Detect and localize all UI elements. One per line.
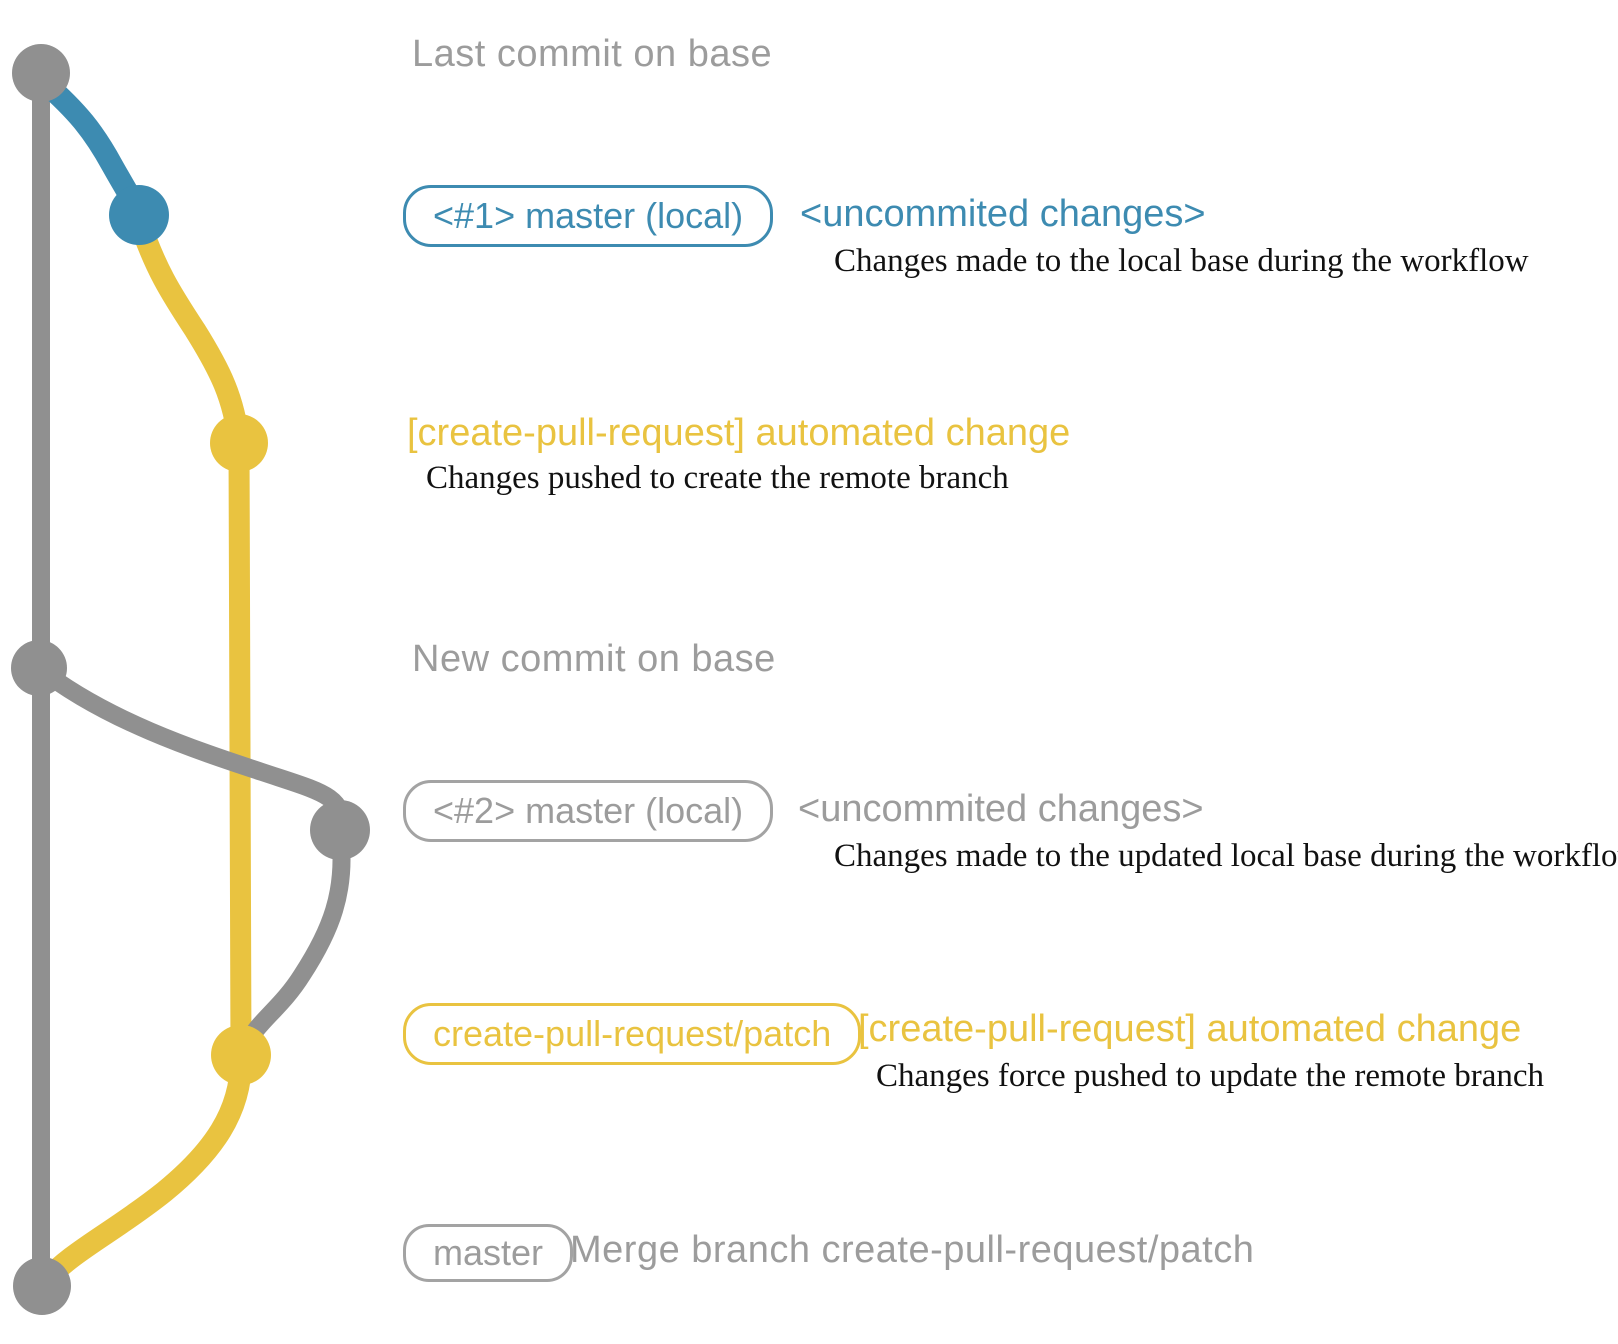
commit-node-uncommitted-2 (310, 800, 370, 860)
label-new-commit-on-base: New commit on base (412, 638, 776, 680)
commit-node-uncommitted-1 (109, 185, 169, 245)
label-merge-branch: Merge branch create-pull-request/patch (570, 1229, 1255, 1271)
commit-node-last-base (12, 44, 70, 102)
commit-message-automated-change-2: [create-pull-request] automated change (858, 1008, 1522, 1050)
branch-badge-master-local-1: <#1> master (local) (403, 185, 774, 247)
pr-branch-line (228, 432, 252, 1068)
commit-graph (11, 44, 370, 1315)
merge-curve (33, 1049, 252, 1294)
desc-local-base-changes-1: Changes made to the local base during th… (834, 243, 1529, 279)
rebase-curve (236, 825, 351, 1057)
desc-local-base-changes-2: Changes made to the updated local base d… (834, 838, 1618, 874)
tag-uncommitted-changes-2: <uncommited changes> (798, 788, 1204, 830)
desc-force-pushed-to-update-remote: Changes force pushed to update the remot… (876, 1058, 1545, 1094)
branch-badge-master: master (403, 1224, 574, 1282)
tag-uncommitted-changes-1: <uncommited changes> (800, 193, 1206, 235)
branch-badge-create-pull-request-patch: create-pull-request/patch (403, 1003, 862, 1065)
desc-pushed-to-create-remote: Changes pushed to create the remote bran… (426, 460, 1009, 496)
commit-node-force-pushed (211, 1025, 271, 1085)
pr-branch-curve-1 (128, 209, 250, 454)
local-branch-line-2 (30, 659, 351, 839)
branch-badge-master-local-2: <#2> master (local) (403, 780, 774, 842)
commit-node-merge (13, 1257, 71, 1315)
commit-node-new-base (11, 640, 67, 696)
commit-node-automated-change (210, 414, 268, 472)
label-last-commit-on-base: Last commit on base (412, 33, 773, 75)
commit-message-automated-change-1: [create-pull-request] automated change (407, 412, 1071, 454)
